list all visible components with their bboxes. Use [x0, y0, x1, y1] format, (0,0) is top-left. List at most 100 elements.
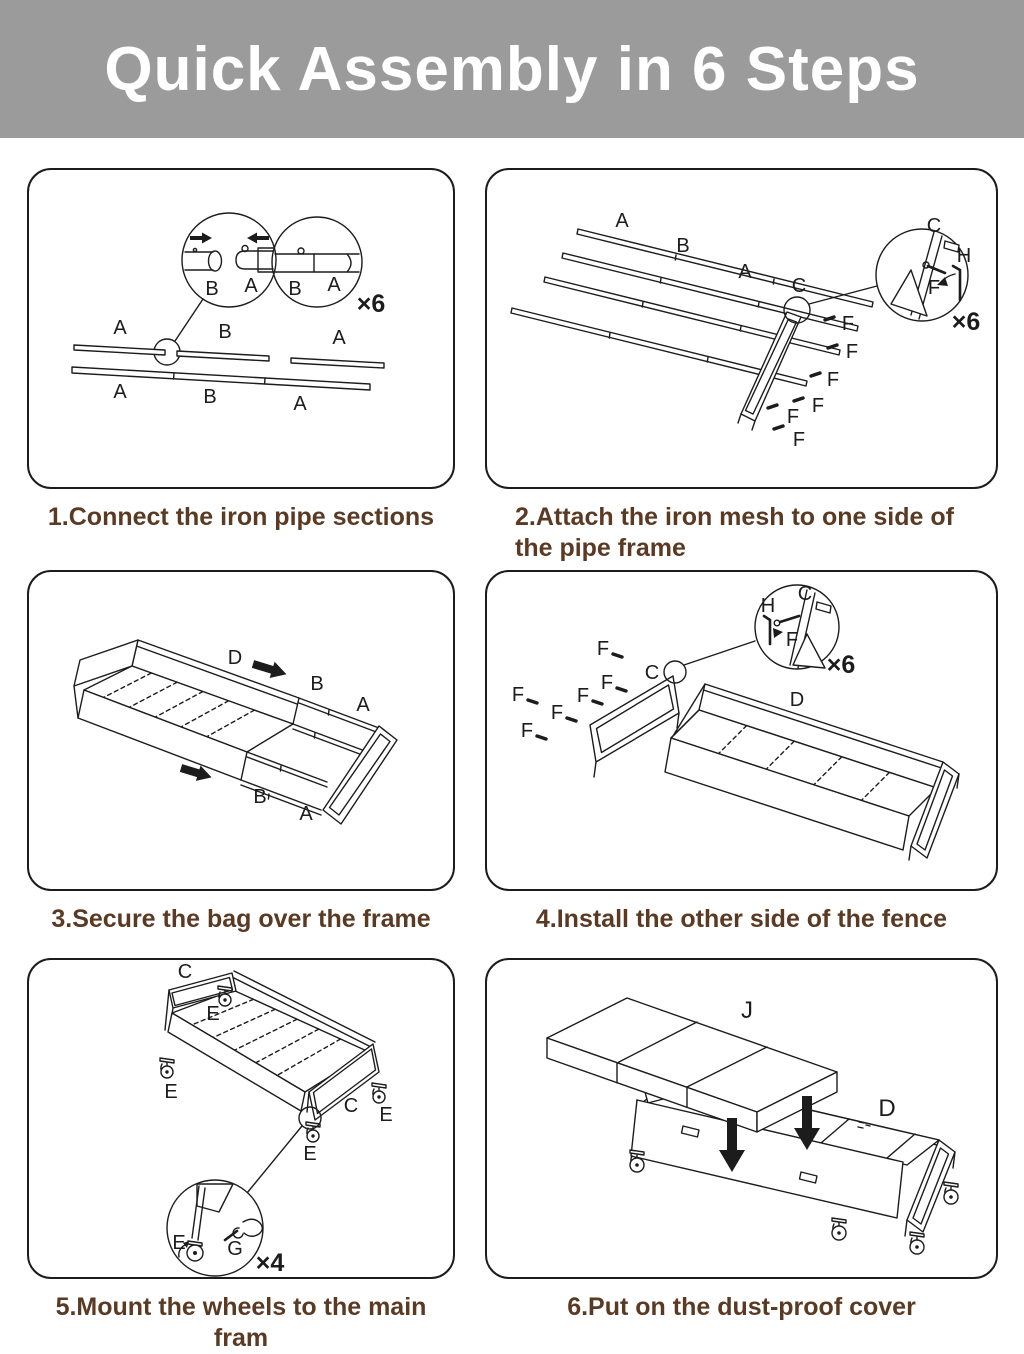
bag-label: D — [228, 647, 242, 669]
push-right-arrow-icon — [190, 232, 212, 244]
cover-label: J — [741, 997, 753, 1024]
screws: F F F F F F — [512, 638, 628, 742]
front-wall — [664, 737, 910, 851]
pipe-a — [73, 344, 166, 356]
pipe — [576, 228, 874, 308]
detail-circle-left: B A — [181, 212, 277, 308]
leader-line — [174, 298, 204, 342]
mesh-label: C — [645, 662, 659, 684]
pipe-label: A — [332, 327, 346, 349]
wheel-label: E — [172, 1232, 185, 1254]
detail-circle: E G — [166, 1179, 264, 1277]
joint-highlight-circle — [298, 1106, 322, 1130]
pipe-label: B — [203, 386, 216, 408]
step-1-cell: B A B A ×6 A — [27, 168, 455, 570]
caster-wheel-icon — [217, 985, 233, 1007]
floor-lines — [191, 998, 342, 1077]
detail-circle: C H F — [754, 583, 840, 670]
mesh-end-panel — [322, 725, 398, 825]
pipe-label: B — [676, 235, 689, 257]
bag-front-wall — [77, 689, 248, 781]
wheel-label: E — [164, 1081, 177, 1103]
step-2-caption: 2.Attach the iron mesh to one side of th… — [515, 503, 954, 562]
step-4-caption: 4.Install the other side of the fence — [535, 905, 948, 933]
tool-label: H — [957, 245, 971, 267]
pipe-label: B — [218, 321, 231, 343]
screw-label: F — [928, 277, 940, 299]
step-1-panel: B A B A ×6 A — [27, 168, 455, 489]
screw-label: F — [786, 629, 798, 651]
caster-wheel-icon — [159, 1057, 175, 1079]
step-2-diagram: A B A C F F F F F F — [510, 210, 981, 451]
pipe-label: A — [113, 317, 127, 339]
part-label-b: B — [288, 278, 301, 300]
slide-arrow-top-icon — [251, 660, 287, 678]
step-4-panel: D C F F F F F F — [485, 570, 998, 891]
screw-label: F — [827, 369, 839, 391]
pipe-label: A — [113, 381, 127, 403]
multiplier-x6: ×6 — [952, 308, 981, 336]
cover-right — [756, 1071, 838, 1133]
pipe-sections-top-row: A B A — [73, 317, 385, 369]
step-6-diagram: J D — [546, 997, 959, 1255]
pipe-a — [290, 357, 385, 369]
place-arrow-icon — [794, 1096, 820, 1150]
caster-wheel-icon — [305, 1121, 321, 1143]
screw-label: F — [512, 684, 524, 706]
step-5-caption: 5.Mount the wheels to the main fram — [55, 1293, 427, 1352]
mesh-panel — [737, 311, 802, 431]
step-2-panel: A B A C F F F F F F — [485, 168, 998, 489]
pipe-frame-rails: A B A — [510, 210, 874, 387]
fence-panel — [589, 675, 680, 778]
leader-line — [246, 1125, 303, 1194]
part-label-a: A — [327, 274, 341, 296]
tool-label: G — [227, 1238, 243, 1260]
frame-trough — [664, 683, 960, 861]
page-title: Quick Assembly in 6 Steps — [104, 34, 920, 104]
step-3-caption: 3.Secure the bag over the frame — [51, 905, 431, 933]
detail-circle: C H F — [875, 215, 971, 322]
frame-label: D — [878, 1095, 895, 1122]
joint-highlight-circle — [783, 296, 811, 324]
caster-wheel-icon — [371, 1082, 387, 1104]
push-left-arrow-icon — [247, 232, 269, 244]
screw-label: F — [601, 672, 613, 694]
rail-label-b: B — [253, 786, 266, 808]
pipe — [543, 276, 841, 356]
storage-bag — [73, 639, 300, 781]
dust-cover — [546, 997, 838, 1133]
leader-line — [683, 640, 756, 666]
screw-label: F — [842, 313, 854, 335]
tool-label: H — [761, 595, 775, 617]
caster-wheels: E E E E — [159, 985, 393, 1165]
multiplier-x4: ×4 — [256, 1249, 285, 1277]
step-3-panel: D B A B A — [27, 570, 455, 891]
mesh-label-right: C — [344, 1095, 358, 1117]
rail-label-a: A — [299, 803, 313, 825]
screw-label: F — [787, 406, 799, 428]
handle-slot — [680, 1125, 700, 1138]
caster-wheel-icon — [629, 1149, 645, 1173]
step-6-panel: J D — [485, 958, 998, 1279]
mesh-label-top: C — [178, 961, 192, 983]
wheel-label: E — [303, 1143, 316, 1165]
screw-label: F — [521, 720, 533, 742]
step-1-caption: 1.Connect the iron pipe sections — [47, 503, 435, 531]
main-frame — [164, 970, 380, 1121]
part-label-b: B — [205, 278, 218, 300]
step-5-cell: C C E E E E — [27, 958, 455, 1354]
step-6-caption: 6.Put on the dust-proof cover — [567, 1293, 916, 1321]
place-arrow-icon — [719, 1118, 745, 1172]
caster-wheel-icon — [943, 1181, 959, 1205]
screws: F F F F F F — [766, 313, 858, 451]
leader-line — [808, 285, 878, 305]
step-5-diagram: C C E E E E — [159, 961, 393, 1277]
pipe — [510, 307, 808, 387]
screw-label: F — [577, 685, 589, 707]
wheel-label: E — [379, 1104, 392, 1126]
part-label-a: A — [244, 275, 258, 297]
bag-fold-lines — [102, 672, 256, 738]
step-2-cell: A B A C F F F F F F — [485, 168, 998, 570]
step-4-cell: D C F F F F F F — [485, 570, 998, 958]
pipe-long — [71, 366, 371, 391]
